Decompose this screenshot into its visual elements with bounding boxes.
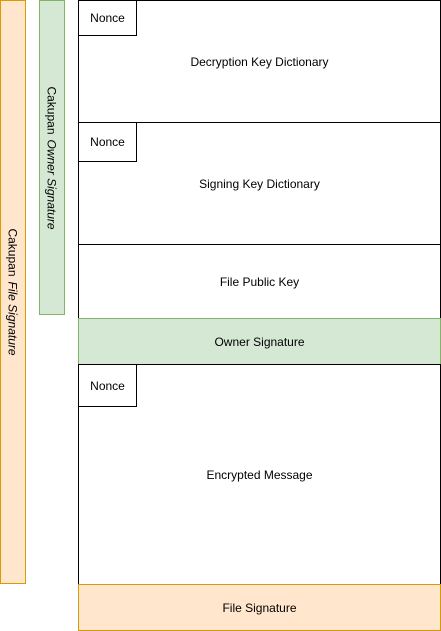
nonce-label: Nonce — [90, 378, 125, 393]
file-signature-scope-label: Cakupan File Signature — [6, 228, 20, 355]
file-public-key-label: File Public Key — [219, 274, 300, 289]
encrypted-message-label: Encrypted Message — [206, 467, 313, 482]
signing-key-dictionary-nonce: Nonce — [78, 122, 137, 162]
file-signature-scope-bracket: Cakupan File Signature — [0, 0, 26, 584]
signing-key-dictionary-block: Signing Key Dictionary — [78, 122, 441, 245]
decryption-key-dictionary-nonce: Nonce — [78, 0, 137, 36]
file-signature-scope-name: File Signature — [6, 281, 20, 356]
nonce-label: Nonce — [90, 11, 125, 25]
owner-signature-scope-bracket: Cakupan Owner Signature — [39, 0, 65, 315]
file-public-key-block: File Public Key — [78, 244, 441, 319]
decryption-key-dictionary-label: Decryption Key Dictionary — [190, 54, 329, 69]
encrypted-message-block: Encrypted Message — [78, 364, 441, 585]
signing-key-dictionary-label: Signing Key Dictionary — [199, 176, 320, 191]
owner-signature-label: Owner Signature — [214, 334, 305, 349]
owner-signature-scope-label: Cakupan Owner Signature — [45, 86, 59, 229]
file-signature-block: File Signature — [78, 584, 441, 631]
file-signature-scope-prefix: Cakupan — [6, 228, 20, 277]
nonce-label: Nonce — [90, 135, 125, 149]
encrypted-message-nonce: Nonce — [78, 364, 137, 407]
file-signature-label: File Signature — [222, 600, 297, 615]
owner-signature-scope-name: Owner Signature — [45, 139, 59, 230]
owner-signature-scope-prefix: Cakupan — [45, 85, 59, 134]
owner-signature-block: Owner Signature — [78, 318, 441, 365]
decryption-key-dictionary-block: Decryption Key Dictionary — [78, 0, 441, 123]
